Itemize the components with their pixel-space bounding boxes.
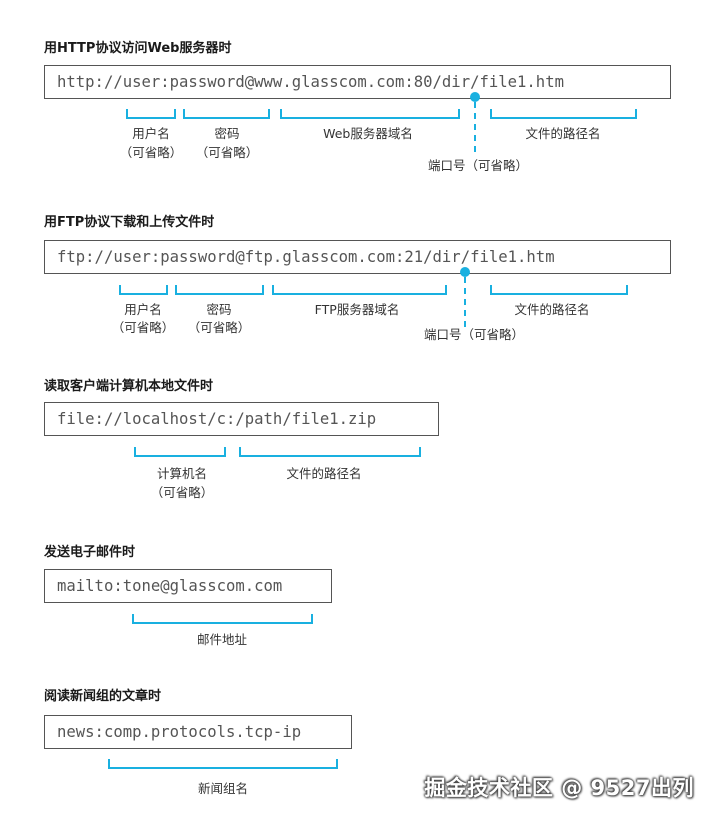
mailto-section-title: 发送电子邮件时 — [44, 545, 136, 560]
ftp-port-dot — [460, 267, 470, 277]
file-computer-bracket — [134, 447, 226, 457]
ftp-path-bracket — [490, 285, 628, 295]
ftp-url-text: ftp://user:password@ftp.glasscom.com:21/… — [57, 248, 555, 266]
http-port-label: 端口号（可省略） — [427, 158, 529, 173]
http-user-label: 用户名 — [132, 126, 170, 141]
ftp-password-optional: （可省略） — [187, 320, 251, 335]
http-url-text: http://user:password@www.glasscom.com:80… — [57, 73, 564, 91]
file-path-label: 文件的路径名 — [286, 466, 362, 481]
ftp-user-optional: （可省略） — [111, 320, 175, 335]
ftp-domain-label: FTP服务器域名 — [314, 302, 400, 317]
ftp-user-bracket — [119, 285, 168, 295]
mailto-address-bracket — [132, 614, 313, 624]
http-domain-bracket — [280, 109, 460, 119]
http-user-bracket — [126, 109, 176, 119]
ftp-port-label: 端口号（可省略） — [423, 327, 525, 342]
file-url-text: file://localhost/c:/path/file1.zip — [57, 410, 377, 428]
news-url-text: news:comp.protocols.tcp-ip — [57, 723, 302, 741]
http-url-box: http://user:password@www.glasscom.com:80… — [44, 65, 671, 99]
file-section-title: 读取客户端计算机本地文件时 — [44, 379, 214, 394]
http-path-bracket — [490, 109, 637, 119]
watermark: 掘金技术社区 @ 9527出列 — [424, 776, 694, 800]
ftp-password-label: 密码 — [206, 302, 232, 317]
http-domain-label: Web服务器域名 — [323, 126, 413, 141]
file-computer-optional: （可省略） — [150, 485, 214, 500]
http-password-label: 密码 — [214, 126, 240, 141]
mailto-address-label: 邮件地址 — [196, 632, 248, 647]
http-password-optional: （可省略） — [195, 145, 259, 160]
news-group-label: 新闻组名 — [197, 781, 249, 796]
ftp-section-title: 用FTP协议下载和上传文件时 — [44, 215, 215, 230]
file-url-box: file://localhost/c:/path/file1.zip — [44, 402, 439, 436]
http-user-optional: （可省略） — [119, 145, 183, 160]
mailto-url-text: mailto:tone@glasscom.com — [57, 577, 283, 595]
http-port-line — [474, 102, 476, 152]
ftp-user-label: 用户名 — [124, 302, 162, 317]
file-path-bracket — [239, 447, 421, 457]
http-path-label: 文件的路径名 — [525, 126, 601, 141]
file-computer-label: 计算机名 — [156, 466, 208, 481]
news-group-bracket — [108, 759, 338, 769]
http-port-dot — [470, 92, 480, 102]
ftp-domain-bracket — [272, 285, 447, 295]
ftp-url-box: ftp://user:password@ftp.glasscom.com:21/… — [44, 240, 671, 274]
mailto-url-box: mailto:tone@glasscom.com — [44, 569, 332, 603]
ftp-port-line — [464, 277, 466, 327]
ftp-password-bracket — [175, 285, 264, 295]
http-section-title: 用HTTP协议访问Web服务器时 — [44, 41, 232, 56]
http-password-bracket — [183, 109, 270, 119]
news-section-title: 阅读新闻组的文章时 — [44, 689, 162, 704]
news-url-box: news:comp.protocols.tcp-ip — [44, 715, 352, 749]
ftp-path-label: 文件的路径名 — [514, 302, 590, 317]
